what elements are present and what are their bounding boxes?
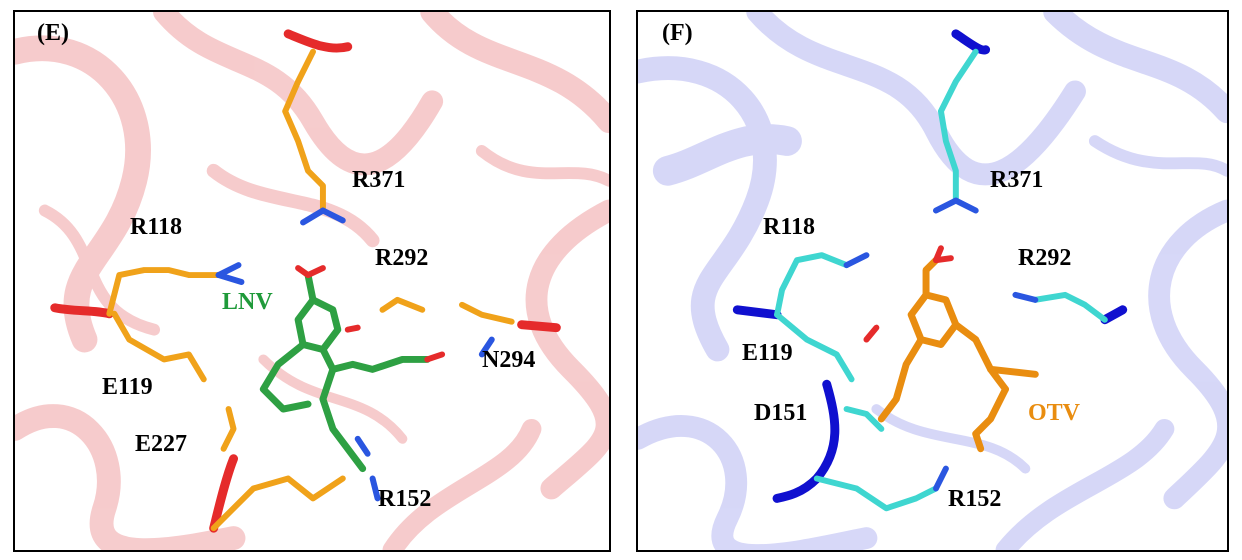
ligand-label-otv: OTV [1028, 400, 1081, 426]
residue-label-r152: R152 [948, 486, 1002, 512]
panel-e: (E) R371 R118 R292 N294 E119 E227 R152 L… [13, 10, 611, 552]
panel-label: (F) [662, 20, 693, 46]
residue-label-r371: R371 [990, 167, 1044, 193]
residue-label-n294: N294 [482, 347, 536, 373]
residue-label-r118: R118 [130, 214, 183, 240]
residue-label-r371: R371 [352, 167, 406, 193]
residue-label-r292: R292 [1018, 245, 1072, 271]
ligand-label-lnv: LNV [222, 289, 273, 315]
residue-label-e119: E119 [102, 374, 153, 400]
protein-structure-render-f [638, 12, 1227, 550]
panel-f: (F) R371 R118 R292 E119 D151 R152 OTV [636, 10, 1229, 552]
protein-structure-render-e [15, 12, 609, 550]
residue-label-e227: E227 [135, 431, 188, 457]
residue-label-e119: E119 [742, 340, 793, 366]
residue-label-r152: R152 [378, 486, 432, 512]
residue-label-d151: D151 [754, 400, 808, 426]
panel-label: (E) [37, 20, 69, 46]
residue-label-r118: R118 [763, 214, 816, 240]
residue-label-r292: R292 [375, 245, 429, 271]
